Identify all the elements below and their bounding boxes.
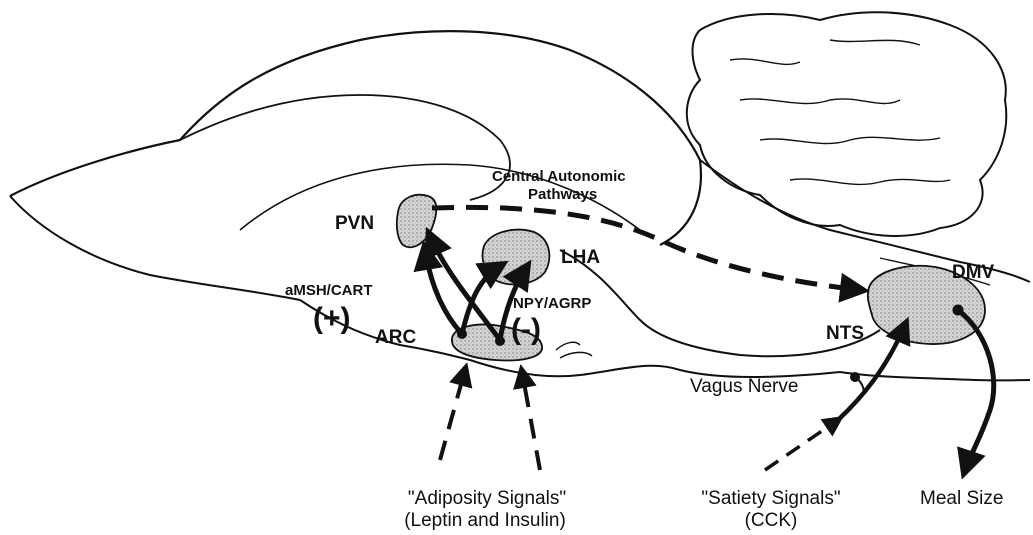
meal-size-label: Meal Size: [920, 488, 1003, 510]
adiposity-signals-line2: (Leptin and Insulin): [380, 510, 590, 532]
adiposity-signals-line1: "Adiposity Signals": [392, 488, 582, 510]
corpus-callosum-outline: [180, 95, 510, 200]
adiposity-arrow-right: [522, 372, 540, 470]
cerebellum-folia: [730, 40, 950, 184]
plus-sign: (+): [313, 302, 351, 336]
vagus-nerve-label: Vagus Nerve: [690, 376, 798, 398]
pituitary-outline: [556, 342, 592, 358]
satiety-signals-line2: (CCK): [736, 510, 806, 532]
minus-sign: (-): [511, 313, 541, 347]
arc-label: ARC: [375, 327, 416, 349]
cerebellum-outline: [687, 12, 1006, 236]
nts-label: NTS: [826, 323, 864, 345]
dmv-label: DMV: [952, 262, 994, 284]
pvn-label: PVN: [335, 213, 374, 235]
central-autonomic-label-line2: Pathways: [528, 186, 597, 203]
satiety-dashed-arrow: [765, 420, 838, 470]
adiposity-arrow-left: [440, 370, 465, 460]
olfactory-outline: [10, 196, 300, 300]
lha-region: [482, 230, 549, 285]
npy-agrp-label: NPY/AGRP: [513, 295, 591, 312]
brainstem-lower: [840, 372, 1030, 380]
arc-neuron-b: [495, 336, 505, 346]
amsh-cart-label: aMSH/CART: [285, 282, 373, 299]
lha-label: LHA: [561, 247, 600, 269]
ventral-outline-mid: [470, 360, 840, 377]
satiety-signals-line1: "Satiety Signals": [686, 488, 856, 510]
arc-neuron-a: [457, 329, 467, 339]
central-autonomic-label-line1: Central Autonomic: [492, 168, 626, 185]
